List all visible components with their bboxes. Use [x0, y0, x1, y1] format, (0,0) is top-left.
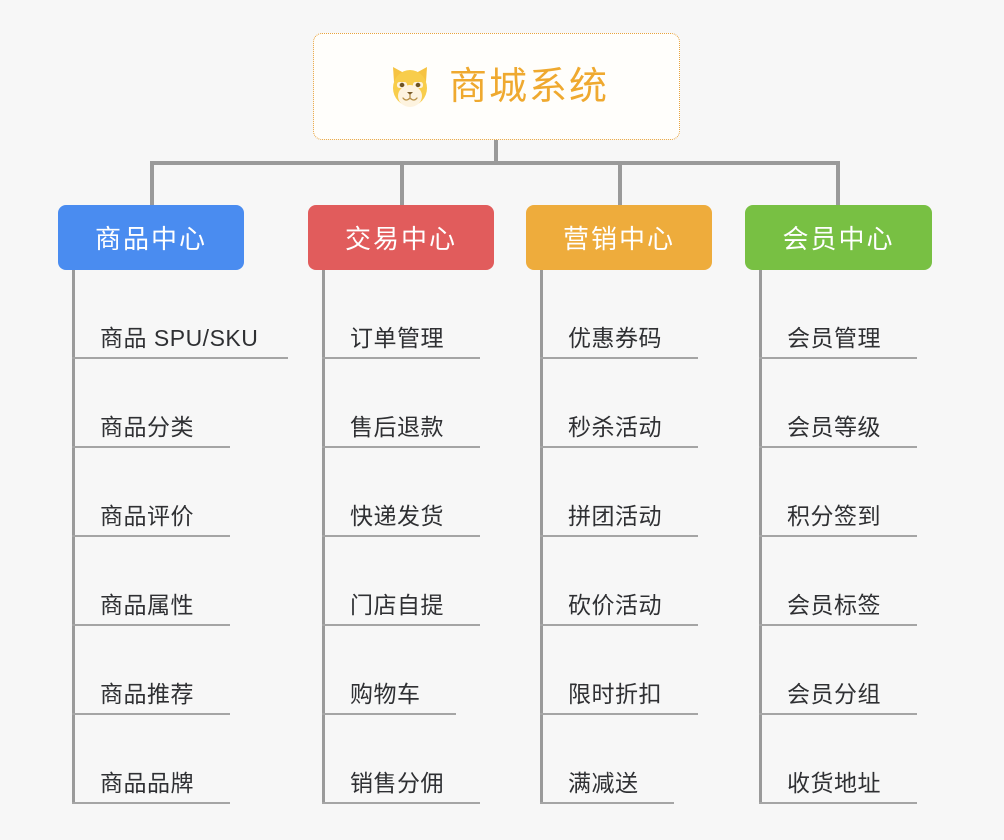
leaf-item[interactable]: 积分签到 [759, 448, 932, 537]
leaf-item-label: 订单管理 [350, 325, 444, 351]
leaf-item-label: 会员管理 [787, 325, 881, 351]
leaf-item[interactable]: 会员管理 [759, 270, 932, 359]
leaf-underline [322, 357, 480, 359]
root-title: 商城系统 [448, 65, 609, 108]
leaf-underline [759, 357, 917, 359]
leaf-item[interactable]: 优惠券码 [540, 270, 712, 359]
leaf-underline [540, 624, 698, 626]
connector-root-stem [494, 140, 498, 164]
leaf-item[interactable]: 商品分类 [72, 359, 258, 448]
leaf-item[interactable]: 门店自提 [322, 537, 494, 626]
leaf-underline [540, 446, 698, 448]
leaf-underline [322, 624, 480, 626]
leaf-item[interactable]: 购物车 [322, 626, 494, 715]
leaf-item[interactable]: 会员标签 [759, 537, 932, 626]
leaf-underline [72, 802, 230, 804]
leaf-list-1: 商品 SPU/SKU 商品分类商品评价商品属性商品推荐商品品牌 [58, 270, 288, 804]
connector-drop-2 [400, 163, 404, 206]
leaf-item[interactable]: 秒杀活动 [540, 359, 712, 448]
leaf-item-label: 满减送 [568, 770, 639, 796]
category-box-4[interactable]: 会员中心 [745, 205, 932, 270]
leaf-item-label: 限时折扣 [568, 681, 662, 707]
leaf-item[interactable]: 销售分佣 [322, 715, 494, 804]
root-node[interactable]: 商城系统 [313, 33, 680, 140]
leaf-item-label: 门店自提 [350, 592, 444, 618]
connector-horizontal-bar [150, 161, 840, 165]
category-box-2[interactable]: 交易中心 [308, 205, 494, 270]
leaf-spine [540, 270, 543, 804]
leaf-underline [322, 535, 480, 537]
leaf-item-label: 商品推荐 [100, 681, 194, 707]
leaf-underline [72, 535, 230, 537]
leaf-item-label: 砍价活动 [568, 592, 662, 618]
leaf-underline [540, 357, 698, 359]
leaf-list-4: 会员管理会员等级积分签到会员标签会员分组收货地址 [745, 270, 932, 804]
leaf-underline [72, 713, 230, 715]
connector-drop-4 [836, 163, 840, 206]
leaf-spine [322, 270, 325, 804]
leaf-list-2: 订单管理售后退款快递发货门店自提购物车销售分佣 [308, 270, 494, 804]
category-box-1[interactable]: 商品中心 [58, 205, 244, 270]
leaf-item-label: 拼团活动 [568, 503, 662, 529]
leaf-item[interactable]: 商品推荐 [72, 626, 258, 715]
leaf-item[interactable]: 会员分组 [759, 626, 932, 715]
branch-column-4: 会员中心会员管理会员等级积分签到会员标签会员分组收货地址 [745, 205, 932, 804]
leaf-item[interactable]: 商品品牌 [72, 715, 258, 804]
branch-column-3: 营销中心优惠券码秒杀活动拼团活动砍价活动限时折扣满减送 [526, 205, 712, 804]
leaf-item-label: 商品评价 [100, 503, 194, 529]
branch-column-2: 交易中心订单管理售后退款快递发货门店自提购物车销售分佣 [308, 205, 494, 804]
leaf-underline [759, 624, 917, 626]
leaf-item[interactable]: 限时折扣 [540, 626, 712, 715]
shiba-dog-face-icon [384, 61, 436, 113]
leaf-underline [540, 535, 698, 537]
leaf-item[interactable]: 商品属性 [72, 537, 258, 626]
leaf-item-label: 快递发货 [350, 503, 444, 529]
leaf-item-label: 购物车 [350, 681, 421, 707]
leaf-underline [540, 713, 698, 715]
leaf-underline [759, 446, 917, 448]
leaf-underline [759, 802, 917, 804]
leaf-underline [322, 446, 480, 448]
connector-drop-1 [150, 163, 154, 206]
leaf-item-label: 商品属性 [100, 592, 194, 618]
category-box-3[interactable]: 营销中心 [526, 205, 712, 270]
leaf-item-label: 会员分组 [787, 681, 881, 707]
leaf-item-label: 销售分佣 [350, 770, 444, 796]
leaf-item-label: 商品品牌 [100, 770, 194, 796]
leaf-underline [72, 624, 230, 626]
leaf-item-label: 商品 SPU/SKU [100, 325, 259, 351]
leaf-item[interactable]: 商品 SPU/SKU [72, 270, 288, 359]
leaf-underline [72, 446, 230, 448]
leaf-item[interactable]: 拼团活动 [540, 448, 712, 537]
leaf-item-label: 积分签到 [787, 503, 881, 529]
leaf-item-label: 会员标签 [787, 592, 881, 618]
leaf-item-label: 售后退款 [350, 414, 444, 440]
leaf-underline [759, 713, 917, 715]
leaf-underline [72, 357, 288, 359]
leaf-item[interactable]: 快递发货 [322, 448, 494, 537]
leaf-item[interactable]: 砍价活动 [540, 537, 712, 626]
connector-drop-3 [618, 163, 622, 206]
leaf-item[interactable]: 收货地址 [759, 715, 932, 804]
leaf-item[interactable]: 售后退款 [322, 359, 494, 448]
leaf-item-label: 会员等级 [787, 414, 881, 440]
leaf-item-label: 收货地址 [787, 770, 881, 796]
leaf-underline [540, 802, 674, 804]
leaf-item[interactable]: 会员等级 [759, 359, 932, 448]
branch-column-1: 商品中心商品 SPU/SKU 商品分类商品评价商品属性商品推荐商品品牌 [58, 205, 288, 804]
leaf-item-label: 秒杀活动 [568, 414, 662, 440]
leaf-underline [322, 713, 456, 715]
leaf-underline [759, 535, 917, 537]
leaf-item[interactable]: 商品评价 [72, 448, 258, 537]
leaf-underline [322, 802, 480, 804]
leaf-item[interactable]: 订单管理 [322, 270, 494, 359]
leaf-list-3: 优惠券码秒杀活动拼团活动砍价活动限时折扣满减送 [526, 270, 712, 804]
leaf-item[interactable]: 满减送 [540, 715, 712, 804]
leaf-spine [72, 270, 75, 804]
leaf-item-label: 商品分类 [100, 414, 194, 440]
leaf-item-label: 优惠券码 [568, 325, 662, 351]
leaf-spine [759, 270, 762, 804]
